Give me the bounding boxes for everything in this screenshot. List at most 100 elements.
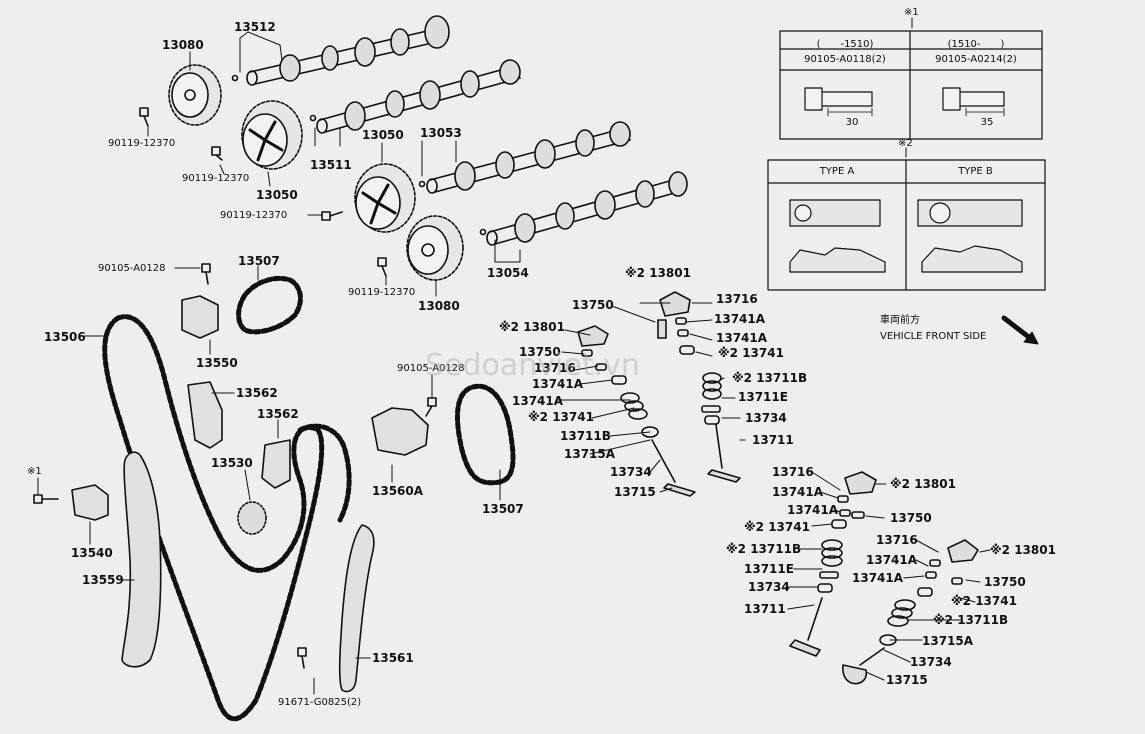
valve-group-3 <box>789 471 877 657</box>
part-label-13560a: 13560A <box>372 484 424 498</box>
valve-group-1 <box>657 291 741 483</box>
part-label-91671-g0825: 91671-G0825(2) <box>278 697 362 708</box>
part-label-90105-a0128: 90105-A0128 <box>397 363 465 374</box>
chain-guide-13561 <box>338 524 375 693</box>
note1-table <box>779 17 1043 140</box>
part-label-13715a: 13715A <box>564 447 616 461</box>
part-label-13750: 13750 <box>890 511 932 525</box>
part-label-13715a: 13715A <box>922 634 974 648</box>
part-label-13507: 13507 <box>482 502 524 516</box>
part-label-13750: 13750 <box>572 298 614 312</box>
part-label-90105-a0128: 90105-A0128 <box>98 263 166 274</box>
note1-marker: ※1 <box>27 466 42 477</box>
watermark: Sedoanviet.vn <box>425 348 640 383</box>
part-label-13741: ※2 13741 <box>528 410 594 424</box>
part-label-13741a: 13741A <box>716 331 768 345</box>
part-label-13715: 13715 <box>886 673 928 687</box>
part-label-13750: 13750 <box>984 575 1026 589</box>
note1-col2-part: 90105-A0214(2) <box>935 54 1017 65</box>
part-label-90119-12370: 90119-12370 <box>108 138 176 149</box>
part-label-13561: 13561 <box>372 651 414 665</box>
part-label-13716: 13716 <box>534 361 576 375</box>
part-label-13741: ※2 13741 <box>744 520 810 534</box>
part-label-13050: 13050 <box>256 188 298 202</box>
part-label-13053: 13053 <box>420 126 462 140</box>
key-pin <box>479 228 487 236</box>
part-label-13716: 13716 <box>876 533 918 547</box>
part-label-13711b: ※2 13711B <box>726 542 802 556</box>
part-label-13530: 13530 <box>211 456 253 470</box>
part-label-13050: 13050 <box>362 128 404 142</box>
part-label-13741: ※2 13741 <box>951 594 1017 608</box>
note2-type-a: TYPE A <box>819 166 855 177</box>
part-label-90119-12370: 90119-12370 <box>348 287 416 298</box>
part-label-13715: 13715 <box>614 485 656 499</box>
part-label-13550: 13550 <box>196 356 238 370</box>
part-label-13540: 13540 <box>71 546 113 560</box>
part-label-13711b: 13711B <box>560 429 611 443</box>
crank-sprocket-13530 <box>237 501 267 535</box>
part-label-13080: 13080 <box>162 38 204 52</box>
vehicle-front-en: VEHICLE FRONT SIDE <box>880 331 987 342</box>
part-label-13741a: 13741A <box>714 312 766 326</box>
part-label-13734: 13734 <box>748 580 790 594</box>
part-label-13741a: 13741A <box>852 571 904 585</box>
note1-col1-part: 90105-A0118(2) <box>804 54 886 65</box>
part-label-13801: ※2 13801 <box>990 543 1056 557</box>
part-label-13507: 13507 <box>238 254 280 268</box>
chain-segment <box>297 423 352 523</box>
part-label-13801: ※2 13801 <box>890 477 956 491</box>
part-label-13080: 13080 <box>418 299 460 313</box>
slipper-13562-b <box>261 439 291 489</box>
note1-table-mark: ※1 <box>904 7 919 18</box>
note1-col1-length: 30 <box>845 117 859 128</box>
part-label-13741a: 13741A <box>512 394 564 408</box>
vvt-gear-13080-top <box>168 64 222 126</box>
chain-inner-line <box>104 317 323 720</box>
part-label-13512: 13512 <box>234 20 276 34</box>
note2-table <box>767 147 1046 291</box>
note1-col2-length: 35 <box>980 117 994 128</box>
vehicle-front-jp: 車両前方 <box>880 315 920 326</box>
bracket-13550 <box>181 295 219 339</box>
part-label-13801: ※2 13801 <box>499 320 565 334</box>
bolt-icons <box>33 107 437 669</box>
part-label-13741a: 13741A <box>532 377 584 391</box>
leader-lines <box>37 31 1039 695</box>
part-label-13716: 13716 <box>772 465 814 479</box>
note1-col2-range: (1510- ) <box>947 39 1005 50</box>
camshaft-13054 <box>486 171 688 246</box>
part-label-13734: 13734 <box>910 655 952 669</box>
part-label-13711: 13711 <box>752 433 794 447</box>
part-label-90119-12370: 90119-12370 <box>182 173 250 184</box>
tensioner-13560A <box>371 407 429 456</box>
part-label-13711e: 13711E <box>744 562 794 576</box>
part-label-13741a: 13741A <box>772 485 824 499</box>
part-label-13711: 13711 <box>744 602 786 616</box>
part-label-13506: 13506 <box>44 330 86 344</box>
note2-type-b: TYPE B <box>958 166 993 177</box>
part-label-13741a: 13741A <box>866 553 918 567</box>
camshaft-13512 <box>246 15 450 86</box>
part-label-13734: 13734 <box>745 411 787 425</box>
cam-gear-13050-top <box>241 100 303 170</box>
cam-gear-13050-mid <box>354 163 416 233</box>
key-pin <box>418 180 426 188</box>
key-pin <box>231 74 239 82</box>
key-pin <box>309 114 317 122</box>
part-label-13562: 13562 <box>236 386 278 400</box>
part-label-13716: 13716 <box>716 292 758 306</box>
part-label-13750: 13750 <box>519 345 561 359</box>
part-label-13734: 13734 <box>610 465 652 479</box>
part-label-90119-12370: 90119-12370 <box>220 210 288 221</box>
part-label-13741: ※2 13741 <box>718 346 784 360</box>
part-label-13054: 13054 <box>487 266 529 280</box>
slipper-13562-a <box>187 381 223 449</box>
part-label-13711e: 13711E <box>738 390 788 404</box>
part-label-13562: 13562 <box>257 407 299 421</box>
camshaft-13511 <box>316 59 521 134</box>
timing-chain-13507-a <box>236 275 303 335</box>
part-label-13741a: 13741A <box>787 503 839 517</box>
